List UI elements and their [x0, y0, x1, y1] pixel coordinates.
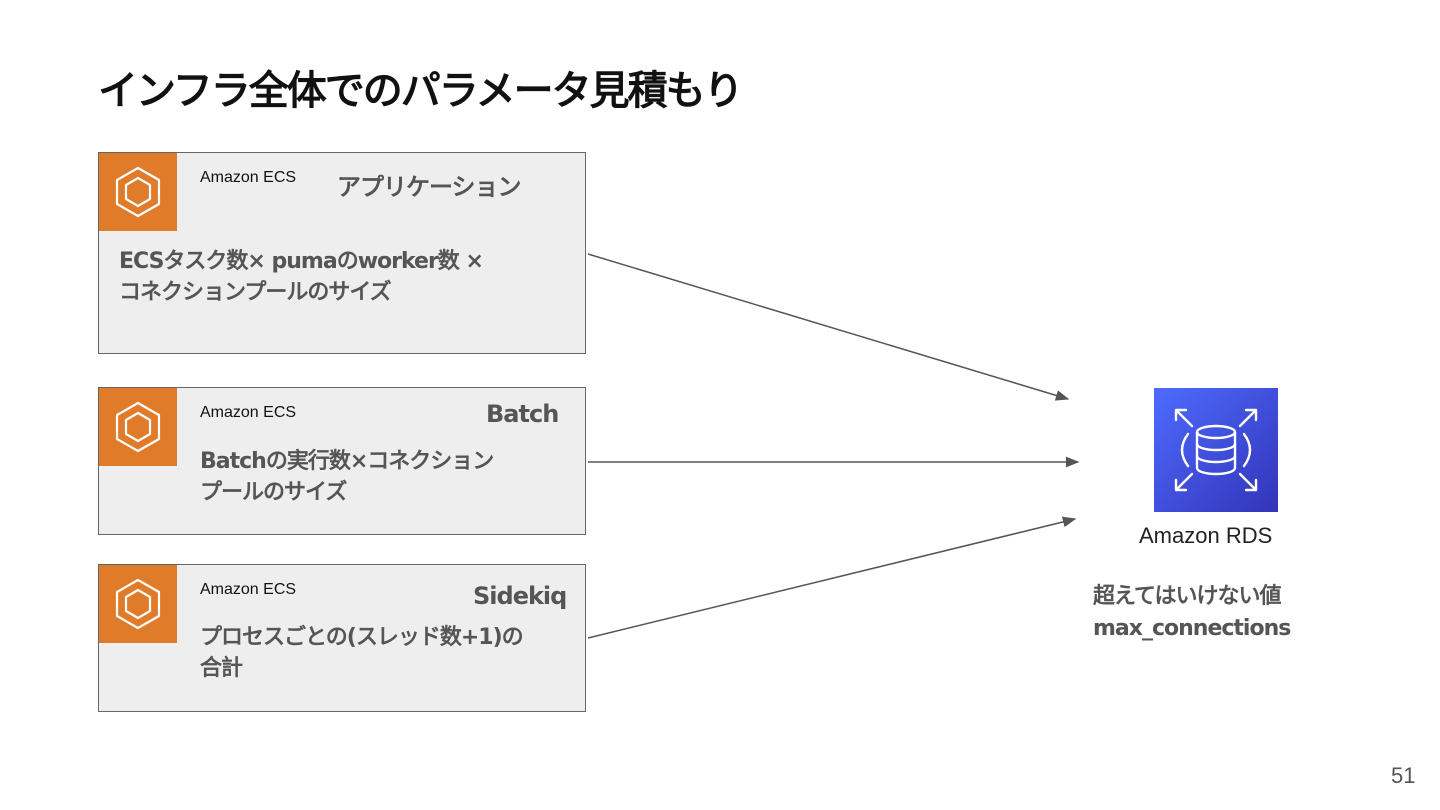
- description-line: コネクションプールのサイズ: [119, 280, 392, 305]
- box-description: ECSタスク数× pumaのworker数 × コネクションプールのサイズ: [119, 246, 484, 308]
- ecs-icon: [99, 565, 177, 643]
- limit-line: max_connections: [1093, 616, 1291, 641]
- service-label: Amazon ECS: [200, 404, 297, 421]
- sidekiq-box: Amazon ECS Sidekiq プロセスごとの(スレッド数+1)の 合計: [98, 564, 586, 712]
- batch-box: Amazon ECS Batch Batchの実行数×コネクション プールのサイ…: [98, 387, 586, 535]
- rds-icon: [1154, 388, 1278, 512]
- page-number: 51: [1391, 763, 1416, 788]
- description-line: ECSタスク数× pumaのworker数 ×: [119, 249, 484, 274]
- ecs-icon: [99, 388, 177, 466]
- box-description: プロセスごとの(スレッド数+1)の 合計: [200, 622, 524, 684]
- limit-text: 超えてはいけない値 max_connections: [1093, 581, 1291, 645]
- description-line: プロセスごとの(スレッド数+1)の: [200, 625, 524, 650]
- service-label: Amazon ECS: [200, 169, 297, 186]
- app-box: Amazon ECS アプリケーション ECSタスク数× pumaのworker…: [98, 152, 586, 354]
- description-line: Batchの実行数×コネクション: [200, 449, 494, 474]
- role-label: Sidekiq: [473, 582, 567, 610]
- role-label: Batch: [486, 400, 559, 428]
- service-label: Amazon ECS: [200, 581, 297, 598]
- limit-line: 超えてはいけない値: [1093, 584, 1281, 609]
- description-line: プールのサイズ: [200, 480, 347, 505]
- arrow-sidekiq-to-rds: [587, 516, 1077, 639]
- box-description: Batchの実行数×コネクション プールのサイズ: [200, 446, 494, 508]
- role-label: アプリケーション: [337, 173, 522, 201]
- slide-title: インフラ全体でのパラメータ見積もり: [98, 68, 744, 114]
- ecs-icon: [99, 153, 177, 231]
- rds-label: Amazon RDS: [1139, 523, 1273, 548]
- arrow-app-to-rds: [587, 253, 1070, 401]
- description-line: 合計: [200, 656, 243, 681]
